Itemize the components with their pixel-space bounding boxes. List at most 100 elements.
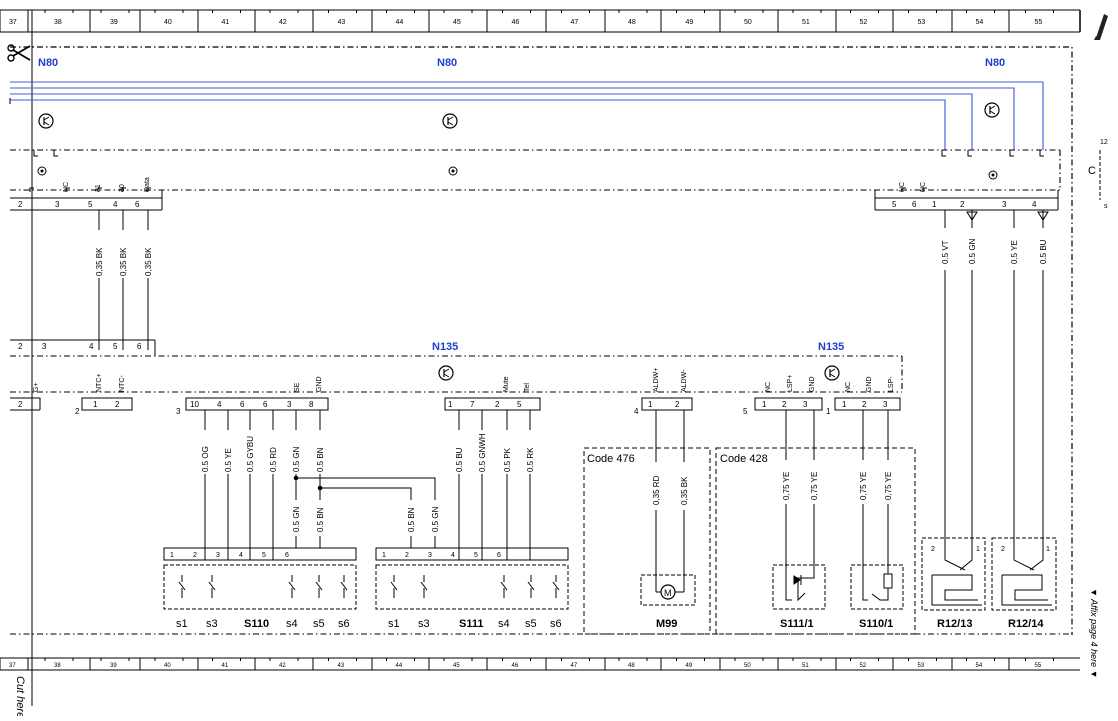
switch-connector	[163, 547, 357, 561]
wire-label-bg	[288, 430, 304, 474]
heater-r12-13	[921, 537, 986, 611]
pin-number: 6	[135, 200, 140, 209]
connector-index: 4	[634, 407, 639, 416]
ruler-number: 41	[222, 663, 229, 669]
code-428-frame: Code 428 0,75 YE 0,75 YE 0,75 YE 0,75 YE…	[715, 410, 916, 635]
wire-label: 0.5 VT	[941, 240, 950, 264]
pin-number: 3	[42, 342, 47, 351]
n135-label-left: N135	[432, 341, 458, 353]
scissors-icon	[7, 44, 31, 62]
pin-number: 3	[883, 400, 888, 409]
wire-label: 0.5 GN	[968, 238, 977, 264]
pin-name: NTC-	[119, 375, 126, 392]
switch-icon	[552, 575, 560, 598]
ruler-number: 52	[860, 663, 867, 669]
ruler-number: 44	[396, 663, 403, 669]
pin-number: 2	[193, 552, 197, 559]
wire-label: 0.5 GN	[292, 446, 301, 472]
wire-label: 0.5 OG	[201, 446, 210, 472]
wire-label: 0.5 RD	[269, 447, 278, 472]
switch-label: s6	[338, 618, 350, 630]
code-476-label: Code 476	[587, 453, 635, 465]
connector-index: 5	[743, 407, 748, 416]
n80-connector-right: 5 6 1 2 3 4 NC NC	[874, 182, 1059, 211]
ruler-number: 38	[54, 663, 61, 669]
ruler-number: 55	[1035, 663, 1042, 669]
transistor-icon	[438, 365, 454, 381]
pin-number: 1	[448, 400, 453, 409]
switch-icon	[420, 575, 428, 598]
wire-label: 0,35 RD	[652, 475, 661, 505]
n135-connector-top-left: 2 3 4 5 6	[10, 339, 156, 356]
pin-name: GND	[316, 376, 323, 392]
pin-number: 5	[113, 342, 118, 351]
bus-line	[10, 93, 973, 150]
diode-switch-icon	[785, 565, 815, 602]
edge-label: C	[1088, 165, 1096, 177]
pin-number: 1	[93, 400, 98, 409]
pin-number: 3	[428, 552, 432, 559]
wire-label: 0.5 BU	[1039, 239, 1048, 264]
pin-number: 5	[517, 400, 522, 409]
wire-label: 0,75 YE	[884, 472, 893, 500]
ruler-number: 49	[686, 19, 694, 26]
switch-icon	[208, 575, 216, 598]
pin-number: 2	[18, 342, 23, 351]
pin-number: 3	[1002, 200, 1007, 209]
pin-number: 5	[474, 552, 478, 559]
motor-icon: M	[655, 575, 685, 600]
ruler-number: 45	[453, 663, 460, 669]
transistor-icon	[38, 113, 54, 129]
wire-label: 0.5 BN	[316, 507, 325, 532]
wire-label: 0.5 BU	[455, 447, 464, 472]
wire-label: 0.5 GYBU	[246, 436, 255, 472]
connector-index: 2	[75, 407, 80, 416]
wire-label-bg	[197, 430, 213, 474]
pin-number: 5	[262, 552, 266, 559]
pin-name: LSP-	[888, 376, 895, 392]
pin-number: 4	[239, 552, 243, 559]
ruler-number: 47	[571, 19, 579, 26]
pin-number: 2	[931, 546, 935, 553]
pin-name: G+	[33, 382, 40, 392]
wire-label: 0.5 GN	[431, 506, 440, 532]
ruler-number: 49	[686, 663, 693, 669]
wire-label-bg	[474, 430, 490, 474]
switch-housing	[375, 564, 569, 610]
heater-pin-labels: 2 1 2 1	[931, 546, 1050, 553]
coil-icon	[448, 166, 458, 176]
edge-label: s	[1104, 203, 1108, 210]
pin-number: 3	[287, 400, 292, 409]
coil-icon	[988, 170, 998, 180]
wire-label: 0.5 GNWH	[478, 433, 487, 472]
bus-line	[10, 81, 1044, 150]
wire-label: 0,35 BK	[119, 247, 128, 276]
pin-name: Data	[144, 177, 151, 192]
pin-name: NC	[899, 182, 906, 192]
pin-number: 2	[862, 400, 867, 409]
pin-number: 1	[932, 200, 937, 209]
pin-number: 1	[842, 400, 847, 409]
ruler-number: 44	[396, 19, 404, 26]
pin-number: 4	[451, 552, 455, 559]
ruler-number: 48	[628, 663, 635, 669]
pin-number: 1	[976, 546, 980, 553]
wires-n80-n135: 0,35 BK 0,35 BK 0,35 BK	[91, 210, 156, 350]
pin-number: 6	[240, 400, 245, 409]
s111-1-label: S111/1	[780, 618, 814, 630]
pin-number: 3	[803, 400, 808, 409]
pin-number: 2	[18, 200, 23, 209]
wire-label-bg	[312, 430, 328, 474]
m99-label: M99	[656, 618, 677, 630]
connector-index: 1	[826, 407, 831, 416]
wire-label: 0,35 BK	[144, 247, 153, 276]
s110-1-label: S110/1	[859, 618, 893, 630]
ruler-number: 51	[802, 663, 809, 669]
pin-number: 6	[137, 342, 142, 351]
switch-label: s3	[206, 618, 218, 630]
